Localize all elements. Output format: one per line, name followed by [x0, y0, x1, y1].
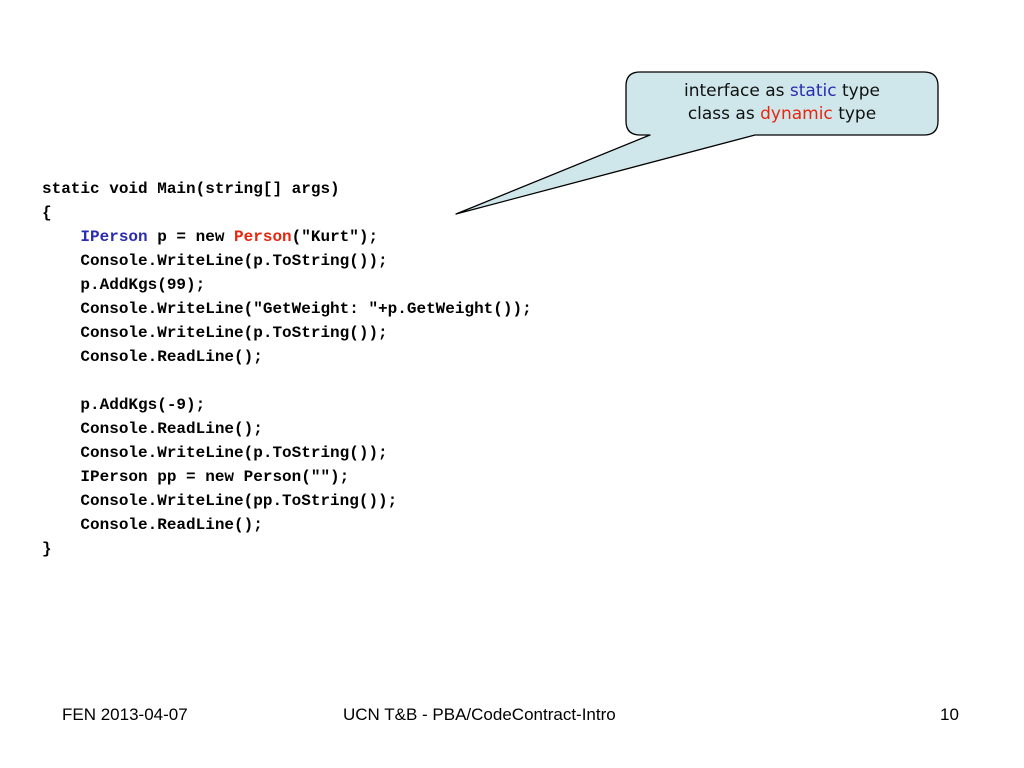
code-line: {	[42, 201, 532, 225]
code-token: Console.WriteLine("GetWeight: "+p.GetWei…	[42, 300, 532, 318]
code-token: Console.ReadLine();	[42, 516, 263, 534]
code-highlight-token: IPerson	[80, 228, 148, 246]
code-token: Console.WriteLine(pp.ToString());	[42, 492, 398, 510]
code-line	[42, 369, 532, 393]
code-line: IPerson pp = new Person("");	[42, 465, 532, 489]
code-line: static void Main(string[] args)	[42, 177, 532, 201]
code-line: Console.WriteLine(p.ToString());	[42, 321, 532, 345]
callout-bubble	[455, 71, 939, 215]
code-line: }	[42, 537, 532, 561]
code-block: static void Main(string[] args) { IPerson…	[42, 177, 532, 561]
code-line: Console.WriteLine(p.ToString());	[42, 441, 532, 465]
callout-text: interface as static type class as dynami…	[626, 80, 938, 126]
code-token: p.AddKgs(-9);	[42, 396, 206, 414]
code-token: Console.ReadLine();	[42, 420, 263, 438]
footer-course: UCN T&B - PBA/CodeContract-Intro	[343, 705, 616, 724]
code-token	[42, 228, 80, 246]
code-line: p.AddKgs(-9);	[42, 393, 532, 417]
code-line: p.AddKgs(99);	[42, 273, 532, 297]
code-token: static void Main(string[] args)	[42, 180, 340, 198]
code-token: IPerson pp = new Person("");	[42, 468, 350, 486]
code-line: Console.ReadLine();	[42, 513, 532, 537]
code-highlight-token: Person	[234, 228, 292, 246]
code-line: IPerson p = new Person("Kurt");	[42, 225, 532, 249]
footer-date: FEN 2013-04-07	[62, 705, 188, 724]
code-token: ("Kurt");	[291, 228, 379, 246]
code-line: Console.WriteLine(pp.ToString());	[42, 489, 532, 513]
code-token: p = new	[147, 228, 235, 246]
code-token: Console.WriteLine(p.ToString());	[42, 324, 388, 342]
code-token: Console.WriteLine(p.ToString());	[42, 252, 388, 270]
code-token: }	[42, 540, 52, 558]
callout-line-2: class as dynamic type	[687, 104, 877, 124]
code-token: Console.ReadLine();	[42, 348, 263, 366]
slide-number: 10	[940, 705, 959, 724]
code-line: Console.ReadLine();	[42, 345, 532, 369]
callout-line-1: interface as static type	[684, 81, 880, 101]
code-line: Console.WriteLine(p.ToString());	[42, 249, 532, 273]
callout-dynamic-word: dynamic	[760, 104, 833, 124]
code-token: p.AddKgs(99);	[42, 276, 206, 294]
callout-static-word: static	[789, 81, 837, 101]
code-line: Console.ReadLine();	[42, 417, 532, 441]
code-line: Console.WriteLine("GetWeight: "+p.GetWei…	[42, 297, 532, 321]
code-token: Console.WriteLine(p.ToString());	[42, 444, 388, 462]
code-token: {	[42, 204, 52, 222]
